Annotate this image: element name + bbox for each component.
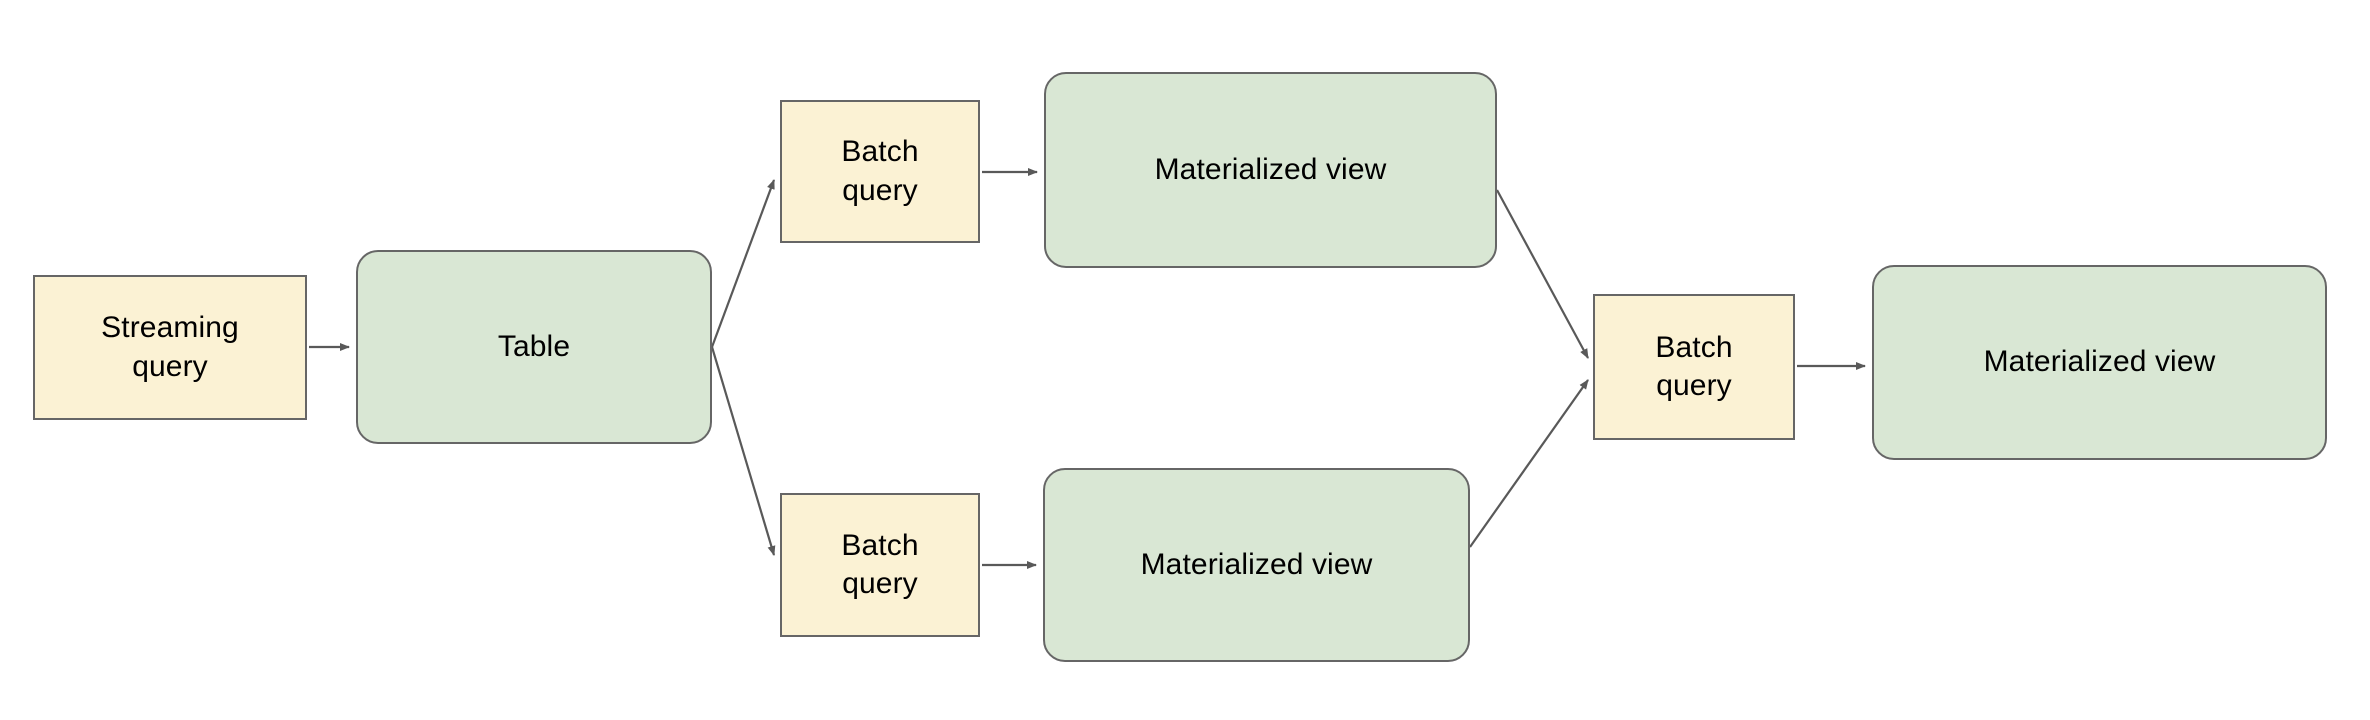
- edge-table-to-batch-top: [710, 179, 776, 348]
- edge-mv-top-to-batch-merge: [1496, 189, 1589, 359]
- node-label: Materialized view: [1983, 345, 2216, 379]
- node-batch-query-merge[interactable]: Batch query: [1593, 294, 1795, 440]
- node-label: Batch query: [841, 135, 919, 207]
- node-streaming-query[interactable]: Streaming query: [33, 275, 307, 420]
- node-materialized-view-final[interactable]: Materialized view: [1872, 265, 2327, 460]
- node-table[interactable]: Table: [356, 250, 712, 444]
- node-materialized-view-bottom[interactable]: Materialized view: [1043, 468, 1470, 662]
- node-label: Materialized view: [1154, 152, 1387, 186]
- node-label: Table: [497, 329, 571, 363]
- node-batch-query-top[interactable]: Batch query: [780, 100, 980, 243]
- edge-mv-bottom-to-batch-merge: [1469, 379, 1589, 548]
- node-materialized-view-top[interactable]: Materialized view: [1044, 72, 1497, 268]
- node-label: Materialized view: [1140, 547, 1373, 581]
- edge-table-to-batch-bottom: [710, 346, 776, 556]
- node-label: Batch query: [1655, 330, 1733, 402]
- node-label: Streaming query: [101, 311, 239, 383]
- node-label: Batch query: [841, 528, 919, 600]
- node-batch-query-bottom[interactable]: Batch query: [780, 493, 980, 637]
